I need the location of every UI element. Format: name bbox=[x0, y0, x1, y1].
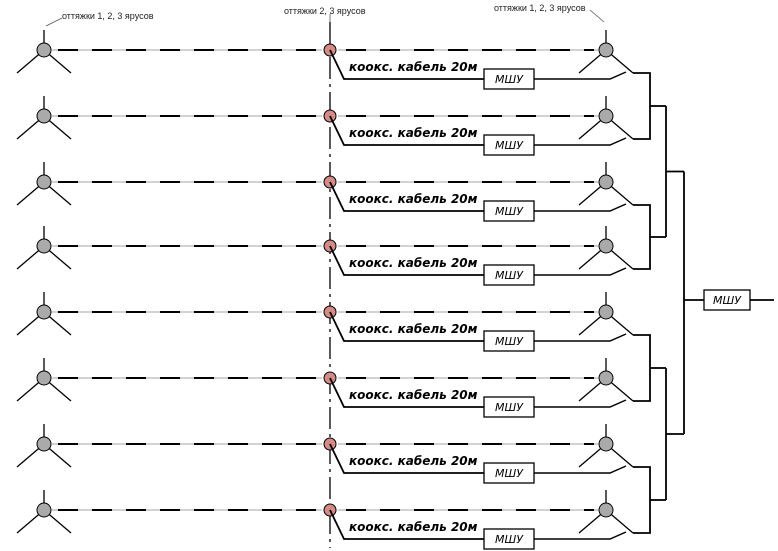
row-right-antenna bbox=[578, 424, 634, 468]
row-right-antenna bbox=[578, 96, 634, 140]
row-left-antenna-node bbox=[36, 42, 52, 58]
middle-guys-label: оттяжки 2, 3 ярусов bbox=[284, 6, 366, 16]
row-right-antenna-node bbox=[598, 174, 614, 190]
row-right-antenna-node bbox=[598, 108, 614, 124]
lna-label: МШУ bbox=[495, 401, 524, 414]
row-left-antenna-node bbox=[36, 370, 52, 386]
row-right-antenna-node bbox=[598, 370, 614, 386]
row-left-antenna bbox=[16, 30, 72, 74]
coax-cable-label: коокс. кабель 20м bbox=[349, 192, 478, 206]
combiner-stage1-4 bbox=[633, 466, 651, 534]
row-left-antenna-node bbox=[36, 174, 52, 190]
row-right-antenna-node bbox=[598, 436, 614, 452]
coax-cable-label: коокс. кабель 20м bbox=[349, 126, 478, 140]
row-left-antenna-node bbox=[36, 108, 52, 124]
coax-cable-label: коокс. кабель 20м bbox=[349, 454, 478, 468]
coax-cable-label: коокс. кабель 20м bbox=[349, 322, 478, 336]
lna-output-line bbox=[534, 333, 627, 342]
coax-cable-label: коокс. кабель 20м bbox=[349, 60, 478, 74]
row-left-antenna-node bbox=[36, 238, 52, 254]
lna-output-line bbox=[534, 137, 627, 146]
row-right-antenna bbox=[578, 358, 634, 402]
lna-label: МШУ bbox=[495, 205, 524, 218]
right-label-leader bbox=[589, 9, 605, 23]
coax-cable-line bbox=[329, 311, 484, 342]
lna-label: МШУ bbox=[495, 335, 524, 348]
row-left-antenna bbox=[16, 96, 72, 140]
lna-label: МШУ bbox=[495, 269, 524, 282]
output-lna-label: МШУ bbox=[713, 294, 742, 307]
row-right-antenna-node bbox=[598, 304, 614, 320]
coax-cable-line bbox=[329, 509, 484, 540]
row-left-antenna-node bbox=[36, 502, 52, 518]
lna-label: МШУ bbox=[495, 139, 524, 152]
row-left-antenna-node bbox=[36, 304, 52, 320]
row-left-antenna bbox=[16, 226, 72, 270]
row-right-antenna bbox=[578, 292, 634, 336]
combiner-stage1-2 bbox=[633, 204, 651, 270]
coax-cable-label: коокс. кабель 20м bbox=[349, 256, 478, 270]
coax-cable-line bbox=[329, 377, 484, 408]
row-left-antenna bbox=[16, 358, 72, 402]
lna-output-line bbox=[534, 465, 627, 474]
right-guys-label: оттяжки 1, 2, 3 ярусов bbox=[494, 3, 586, 13]
combiner-stage1-1 bbox=[633, 72, 651, 140]
row-left-antenna-node bbox=[36, 436, 52, 452]
combiner-tree: МШУ bbox=[633, 72, 774, 534]
row-right-antenna bbox=[578, 226, 634, 270]
lna-output-line bbox=[534, 531, 627, 540]
left-guys-label: оттяжки 1, 2, 3 ярусов bbox=[62, 11, 154, 21]
coax-cable-line bbox=[329, 443, 484, 474]
row-right-antenna bbox=[578, 162, 634, 206]
coax-cable-line bbox=[329, 245, 484, 276]
row-right-antenna-node bbox=[598, 238, 614, 254]
coax-cable-line bbox=[329, 181, 484, 212]
lna-output-line bbox=[534, 203, 627, 212]
row-left-antenna bbox=[16, 490, 72, 534]
row-left-antenna bbox=[16, 292, 72, 336]
lna-output-line bbox=[534, 71, 627, 80]
row-left-antenna bbox=[16, 162, 72, 206]
coax-cable-line bbox=[329, 49, 484, 80]
coax-cable-line bbox=[329, 115, 484, 146]
lna-label: МШУ bbox=[495, 73, 524, 86]
coax-cable-label: коокс. кабель 20м bbox=[349, 388, 478, 402]
lna-label: МШУ bbox=[495, 533, 524, 546]
lna-label: МШУ bbox=[495, 467, 524, 480]
left-label-leader bbox=[45, 17, 63, 27]
combiner-stage1-3 bbox=[633, 334, 651, 402]
row-right-antenna bbox=[578, 30, 634, 74]
lna-output-line bbox=[534, 267, 627, 276]
coax-cable-label: коокс. кабель 20м bbox=[349, 520, 478, 534]
row-right-antenna-node bbox=[598, 42, 614, 58]
row-right-antenna-node bbox=[598, 502, 614, 518]
row-right-antenna bbox=[578, 490, 634, 534]
lna-output-line bbox=[534, 399, 627, 408]
row-left-antenna bbox=[16, 424, 72, 468]
